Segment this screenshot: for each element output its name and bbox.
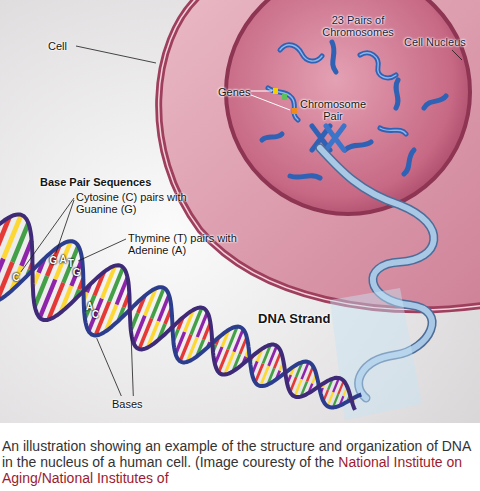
dna-illustration bbox=[0, 0, 480, 425]
leader-line bbox=[97, 338, 122, 396]
chromosome bbox=[404, 150, 414, 174]
chromosome bbox=[360, 53, 396, 78]
dna-backbone bbox=[0, 241, 361, 407]
part-label: Genes bbox=[218, 86, 250, 98]
part-label: Bases bbox=[112, 398, 143, 410]
chromosome-highlight bbox=[268, 88, 298, 120]
caption: An illustration showing an example of th… bbox=[2, 438, 476, 486]
leader-line bbox=[21, 198, 74, 272]
leader-line bbox=[78, 239, 126, 261]
gene-band bbox=[282, 94, 287, 100]
chromosome bbox=[268, 88, 298, 120]
chromosome-highlight bbox=[280, 45, 322, 61]
chromosome bbox=[396, 80, 398, 108]
base-letter: A bbox=[59, 255, 66, 265]
leader-line bbox=[131, 333, 133, 396]
base-letter: C bbox=[92, 310, 99, 320]
part-label: Thymine (T) pairs with Adenine (A) bbox=[128, 232, 256, 256]
chromosome bbox=[380, 128, 406, 134]
dna-helix bbox=[0, 214, 361, 410]
base-letter: G bbox=[73, 268, 81, 278]
gene-bands bbox=[273, 88, 297, 114]
leader-line bbox=[251, 91, 272, 92]
leader-line bbox=[251, 95, 290, 110]
chromosome-highlight bbox=[380, 128, 406, 134]
chromosome bbox=[332, 42, 336, 72]
leader-lines bbox=[21, 198, 133, 396]
dna-backbone bbox=[0, 214, 355, 410]
part-label: Cell bbox=[48, 40, 67, 52]
chromosome bbox=[424, 96, 446, 108]
part-label: Cell Nucleus bbox=[404, 36, 466, 48]
part-label: Chromosome Pair bbox=[300, 98, 366, 122]
leader-line bbox=[76, 46, 156, 63]
base bbox=[302, 362, 309, 379]
zoom-sheath bbox=[330, 288, 422, 420]
leader-line bbox=[452, 50, 462, 60]
part-label: DNA Strand bbox=[258, 311, 330, 326]
gene-band bbox=[292, 108, 297, 114]
part-label: 23 Pairs of Chromosomes bbox=[322, 14, 394, 38]
chromosome bbox=[290, 176, 320, 178]
heading-label: Base Pair Sequences bbox=[40, 176, 151, 188]
chromosome-highlight bbox=[360, 53, 396, 78]
base-letter: C bbox=[13, 273, 20, 283]
gene-band bbox=[273, 88, 278, 94]
chromosome bbox=[345, 142, 371, 150]
base bbox=[328, 392, 334, 406]
gene-leaders bbox=[251, 91, 290, 110]
part-label: Cytosine (C) pairs with Guanine (G) bbox=[76, 191, 204, 215]
chromosome-highlights bbox=[268, 45, 406, 134]
base-letter: G bbox=[49, 256, 57, 266]
chromosome-x bbox=[326, 126, 344, 150]
leader-line bbox=[56, 200, 74, 254]
chromosome bbox=[262, 134, 282, 140]
leader-lines bbox=[76, 46, 462, 63]
chromosome bbox=[280, 45, 322, 61]
